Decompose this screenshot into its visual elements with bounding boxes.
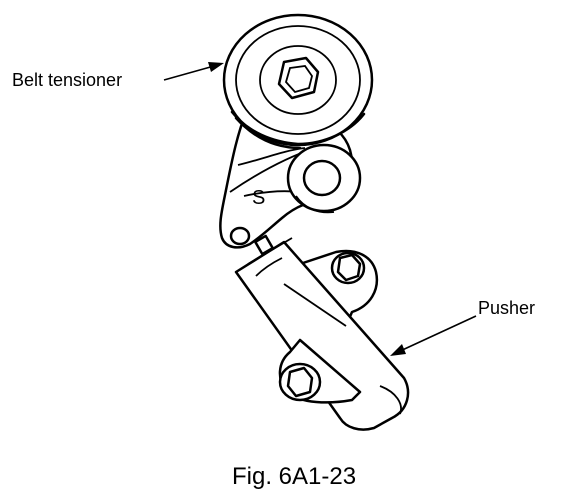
belt-tensioner-callout: Belt tensioner: [12, 62, 224, 90]
belt-tensioner-label: Belt tensioner: [12, 70, 122, 90]
pusher-upper-bolt: [330, 251, 366, 285]
belt-tensioner-arrowhead: [208, 62, 224, 72]
part-mark-s: S: [252, 187, 265, 209]
pusher-leader: [397, 315, 477, 353]
pusher-plunger-tip: [254, 234, 274, 256]
pusher-arrowhead: [390, 344, 406, 356]
belt-tensioner-leader: [163, 65, 215, 81]
pusher-label: Pusher: [478, 298, 535, 318]
pusher-body: [234, 234, 410, 431]
pusher-lower-bolt: [278, 362, 322, 402]
bracket-hook-eye: [229, 226, 251, 246]
tensioner-pulley: [222, 13, 374, 150]
idler-boss: [286, 143, 362, 214]
pusher-callout: Pusher: [390, 298, 535, 356]
figure-caption: Fig. 6A1-23: [232, 463, 356, 490]
